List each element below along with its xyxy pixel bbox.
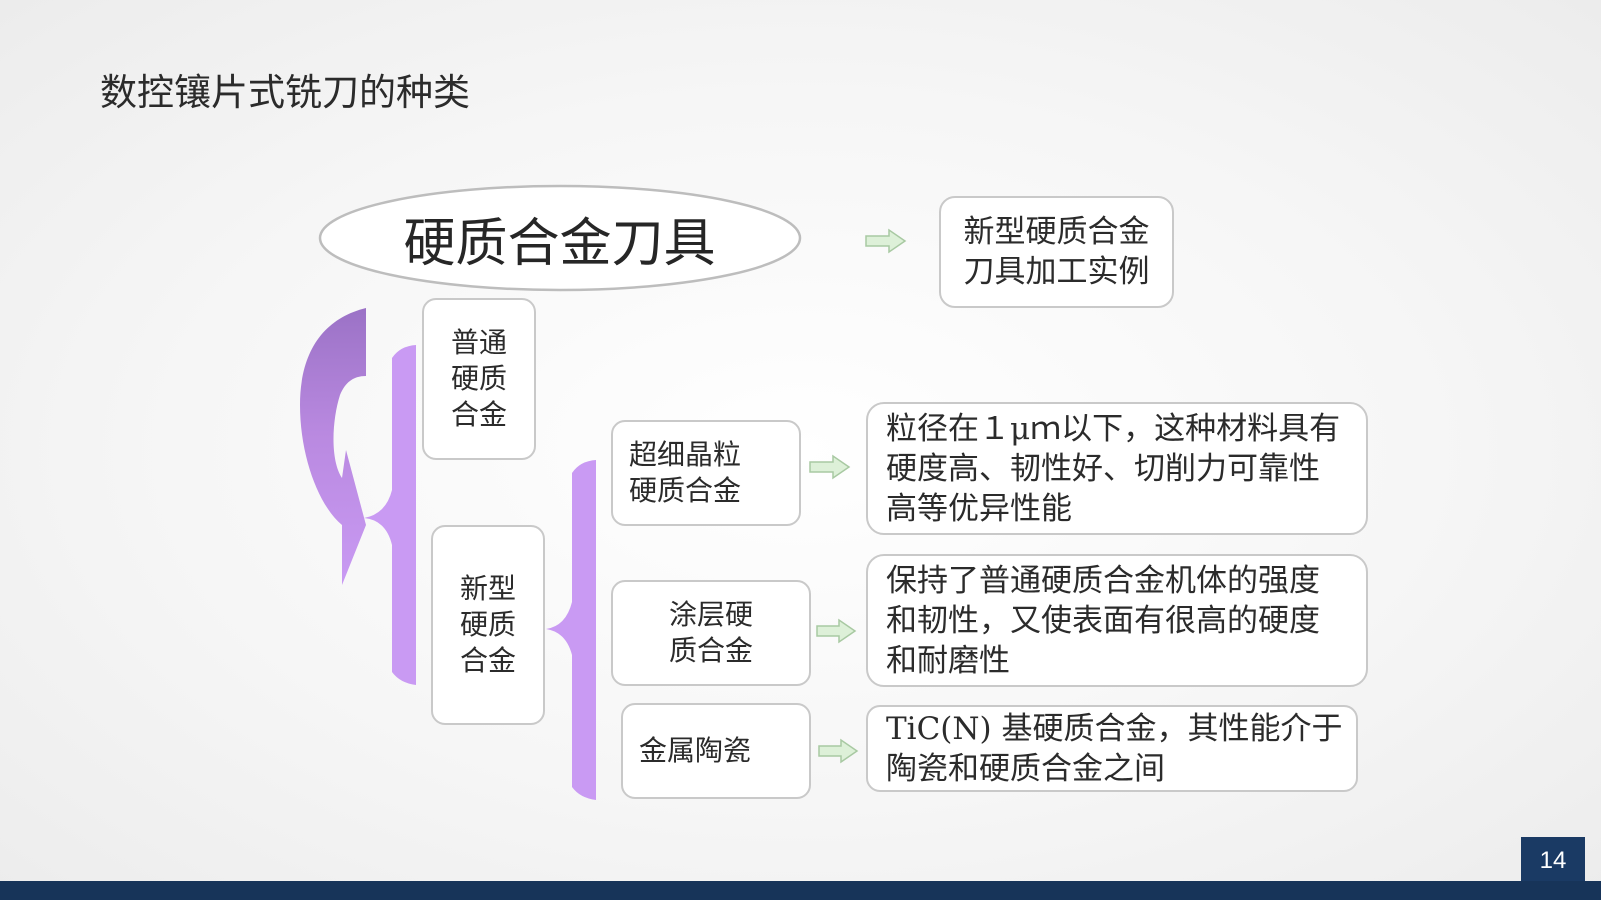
arrow-subtype-2 (816, 618, 857, 644)
description-box-coated: 保持了普通硬质合金机体的强度 和韧性，又使表面有很高的硬度 和耐磨性 (866, 554, 1368, 687)
subtype-cermet-line-1: 金属陶瓷 (639, 734, 752, 767)
description-coated-line-3: 和耐磨性 (886, 642, 1010, 679)
subtype-ultrafine-line-1: 超细晶粒 (629, 438, 742, 471)
category-ordinary-line-2: 硬质 (450, 362, 507, 395)
description-coated-line-2: 和韧性，又使表面有很高的硬度 (886, 602, 1320, 639)
brace-right (546, 460, 596, 800)
example-box: 新型硬质合金 刀具加工实例 (939, 196, 1174, 308)
arrow-subtype-3 (818, 738, 859, 764)
category-ordinary-line-1: 普通 (450, 326, 507, 359)
description-cermet-line-1: TiC(N) 基硬质合金，其性能介于 (886, 710, 1343, 747)
description-box-ultrafine: 粒径在１μｍ以下，这种材料具有 硬度高、韧性好、切削力可靠性 高等优异性能 (866, 402, 1368, 535)
footer-bar (0, 881, 1601, 900)
subtype-coated-line-1: 涂层硬 (668, 598, 753, 631)
description-cermet-line-2: 陶瓷和硬质合金之间 (886, 750, 1165, 787)
description-ultrafine-line-2: 硬度高、韧性好、切削力可靠性 (886, 450, 1320, 487)
subtype-box-ultrafine: 超细晶粒 硬质合金 (611, 420, 801, 526)
root-ellipse (318, 184, 802, 292)
page-number: 14 (1521, 837, 1585, 885)
slide-title: 数控镶片式铣刀的种类 (100, 71, 470, 114)
arrow-subtype-1 (809, 454, 851, 480)
brace-left (364, 345, 416, 685)
description-ultrafine-line-1: 粒径在１μｍ以下，这种材料具有 (886, 410, 1341, 447)
subtype-box-coated: 涂层硬 质合金 (611, 580, 811, 686)
subtype-ultrafine-line-2: 硬质合金 (629, 474, 742, 507)
description-box-cermet: TiC(N) 基硬质合金，其性能介于 陶瓷和硬质合金之间 (866, 705, 1358, 792)
description-coated-line-1: 保持了普通硬质合金机体的强度 (886, 562, 1320, 599)
category-new-line-1: 新型 (459, 572, 516, 605)
category-new-line-3: 合金 (459, 644, 516, 677)
category-ordinary-line-3: 合金 (450, 398, 507, 431)
arrow-root-example (865, 228, 907, 254)
curved-arrow-shape (300, 308, 366, 585)
category-new-line-2: 硬质 (459, 608, 516, 641)
category-box-ordinary: 普通 硬质 合金 (422, 298, 536, 460)
category-box-new: 新型 硬质 合金 (431, 525, 545, 725)
subtype-box-cermet: 金属陶瓷 (621, 703, 811, 799)
example-line-2: 刀具加工实例 (963, 254, 1150, 290)
subtype-coated-line-2: 质合金 (668, 634, 753, 667)
description-ultrafine-line-3: 高等优异性能 (886, 490, 1072, 527)
root-label: 硬质合金刀具 (403, 213, 716, 274)
example-line-1: 新型硬质合金 (963, 214, 1150, 250)
